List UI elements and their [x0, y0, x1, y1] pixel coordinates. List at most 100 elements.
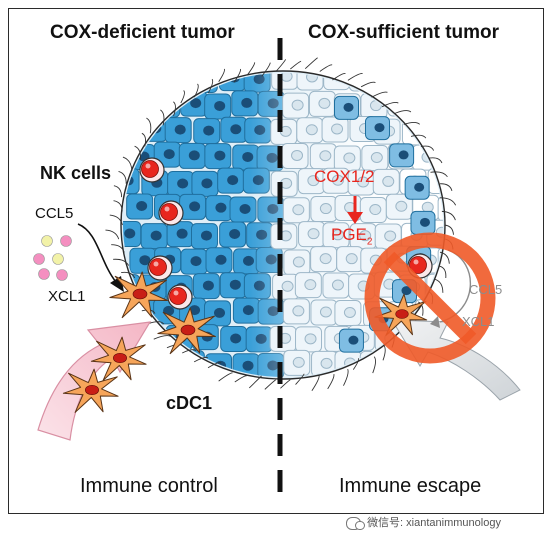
stroma-fiber	[141, 132, 147, 147]
tumor-cell	[271, 73, 299, 90]
chemokine-arrowhead-right	[430, 316, 440, 328]
tumor-cell	[310, 196, 338, 223]
tumor-cell	[180, 248, 208, 275]
stroma-fiber	[218, 68, 225, 82]
stroma-fiber	[134, 145, 141, 160]
stroma-fiber	[372, 356, 376, 374]
tumor-cell	[219, 221, 247, 248]
stroma-fiber	[160, 109, 165, 126]
label-nk-cells: NK cells	[40, 163, 112, 183]
chemokine-dot	[38, 268, 50, 280]
tumor-cell	[281, 142, 309, 169]
stroma-fiber	[275, 59, 287, 73]
stroma-fiber	[319, 64, 333, 72]
stroma-fiber	[280, 379, 291, 389]
stroma-fiber	[417, 301, 424, 316]
tumor-cell	[322, 222, 350, 249]
tumor-cell	[190, 73, 218, 94]
stroma-fiber	[441, 210, 456, 221]
tumor-cell	[272, 273, 300, 300]
nk-cell	[147, 255, 173, 281]
stroma-fiber	[343, 368, 349, 386]
tumor-cell	[205, 195, 233, 222]
tumor-cell	[437, 195, 443, 222]
label-pge2-main: PGE	[331, 225, 367, 244]
tumor-cell	[219, 272, 247, 299]
stroma-fiber	[420, 145, 435, 151]
stroma-fiber	[395, 110, 412, 114]
tumor-cell	[270, 223, 298, 250]
stroma-fiber	[121, 271, 136, 279]
tumor-cell	[283, 349, 311, 376]
stroma-fiber	[113, 185, 123, 198]
nk-cell	[158, 200, 184, 226]
figure-frame	[8, 8, 544, 514]
stroma-fiber	[410, 134, 427, 139]
label-ccl5-right: CCL5	[469, 282, 503, 297]
tumor-cell-rim	[410, 210, 436, 235]
tumor-cell	[359, 197, 387, 224]
nk-cell	[139, 157, 165, 183]
tumor-cell	[308, 90, 336, 117]
tumor-cell	[123, 116, 141, 143]
cox-to-pge2-arrow	[347, 196, 363, 224]
tumor-cell-rim	[404, 175, 430, 200]
stroma-fiber	[261, 62, 271, 77]
tumor-cell	[322, 167, 350, 194]
tumor-cell	[164, 117, 192, 144]
stroma-fiber	[111, 244, 125, 253]
header-cox-deficient: COX-deficient tumor	[50, 22, 235, 43]
stroma-fiber	[304, 57, 318, 70]
chemokine-dots	[33, 235, 72, 281]
stroma-fiber	[264, 379, 276, 390]
label-cdc1: cDC1	[166, 393, 213, 413]
stroma-fiber	[434, 278, 444, 293]
stroma-fiber	[118, 171, 127, 184]
tumor-cell	[190, 223, 218, 250]
header-cox-sufficient: COX-sufficient tumor	[308, 22, 500, 43]
tumor-cell	[178, 142, 206, 169]
nk-cell-group	[139, 157, 433, 310]
tumor-cell	[123, 221, 142, 248]
footer-immune-control: Immune control	[80, 475, 218, 497]
tumor-cell	[309, 143, 337, 170]
tumor-cell	[349, 223, 377, 250]
tumor-cell	[347, 169, 375, 196]
stroma-fiber	[439, 265, 447, 279]
tumor-cell	[437, 247, 443, 274]
stroma-fiber	[182, 349, 197, 354]
stroma-fiber	[439, 251, 450, 264]
stroma-fiber	[146, 117, 152, 134]
tumor-cell	[204, 93, 232, 120]
stroma-fiber	[352, 357, 360, 370]
label-pge2: PGE2	[331, 225, 372, 247]
tumor-cell	[333, 145, 361, 172]
tumor-cell	[167, 170, 195, 197]
tumor-cell	[192, 273, 220, 300]
tumor-cell	[296, 73, 324, 91]
stroma-fiber	[248, 375, 262, 389]
stroma-fiber	[105, 229, 120, 240]
footer-immune-escape: Immune escape	[339, 475, 482, 497]
tumor-cell	[270, 118, 298, 145]
stroma-fiber	[122, 156, 133, 172]
dendritic-cell	[90, 336, 147, 381]
tumor-cell	[372, 168, 400, 195]
nk-cell	[167, 284, 193, 310]
tumor-cell	[283, 249, 311, 276]
watermark-text: 微信号: xiantanimmunology	[367, 517, 501, 529]
chemokine-curve-arrow-left	[77, 223, 117, 283]
tumor-cell	[153, 91, 181, 118]
stroma-fiber	[311, 375, 320, 392]
tumor-cell	[193, 118, 221, 145]
stroma-fiber	[113, 258, 130, 266]
tumor-cell	[282, 197, 310, 224]
label-pge2-subscript: 2	[366, 236, 373, 248]
tumor-cell	[177, 350, 205, 377]
tumor-cell	[220, 116, 248, 143]
stroma-fiber	[193, 83, 199, 98]
tumor-cell	[282, 298, 310, 325]
chemokine-dot	[33, 253, 45, 265]
dendritic-cell	[109, 271, 168, 319]
